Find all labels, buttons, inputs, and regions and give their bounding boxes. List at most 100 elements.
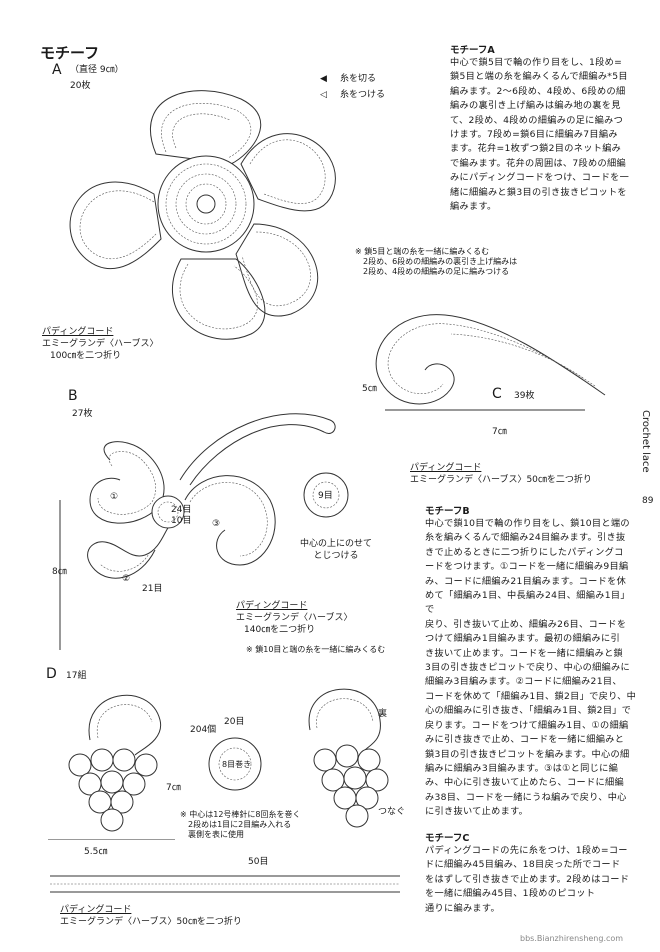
instructions-b-line: 細編み3目編みます。②コードに細編み21目、: [425, 676, 622, 688]
motif-d-label-50: 50目: [248, 857, 269, 867]
instructions-b-line: みに引き抜きで止め、コードを一緒に細編みと: [425, 734, 625, 746]
motif-d-size-width: 5.5㎝: [84, 847, 108, 857]
motif-b-note: ※ 鎖10目と端の糸を一緒に編みくるむ: [246, 645, 386, 654]
motif-c-size-width: 7㎝: [492, 427, 507, 437]
petal-bottom: [171, 258, 266, 340]
motif-c-letter: C: [492, 386, 502, 402]
motif-b-label-21: 21目: [142, 584, 163, 594]
instructions-c-body: パディングコードの先に糸をつけ、1段め=コードに細編み45目編み、18目戻った所…: [425, 844, 638, 916]
instructions-b-line: つけて細編み1目編みます。最初の細編みに引: [425, 633, 620, 645]
instructions-b-line: に引き抜いて止めます。: [425, 806, 529, 818]
motif-d-label-join: つなぐ: [378, 807, 406, 817]
motif-d-count: 17組: [66, 671, 87, 681]
motif-d-grapes-back: [308, 688, 389, 828]
instructions-b-line: めて「細編み1目、中長編み24目、細編み1目」で: [425, 590, 630, 616]
motif-d-notes: ※ 中心は12号棒針に8回糸を巻く 2段めは1目に2目編み入れる 裏側を表に使用: [180, 810, 301, 840]
petal-right-top: [240, 133, 336, 212]
instructions-b-line: 中心で鎖10目で輪の作り目をし、鎖10目と端の: [425, 518, 630, 529]
legend-cut-icon: ◀: [320, 74, 327, 84]
motif-b-center-note-2: とじつける: [313, 551, 359, 561]
petal-right-bottom: [235, 223, 319, 317]
petal-left: [69, 181, 162, 270]
instructions-a-line: 中心で鎖5目で輪の作り目をし、1段め=: [450, 57, 623, 68]
instructions-c-line: パディングコードの先に糸をつけ、1段め=コー: [425, 845, 628, 856]
instructions-a-line: みにパディングコードをつけ、コードを一: [450, 172, 630, 184]
instructions-c-line: をはずして引き抜きで止めます。2段めはコード: [425, 873, 630, 885]
instructions-b-title: モチーフB: [425, 506, 470, 517]
instructions-c: モチーフC パディングコードの先に糸をつけ、1段め=コードに細編み45目編み、1…: [425, 830, 638, 916]
motif-d-grape-diagram: [208, 737, 262, 791]
motif-d-grapes-front: [48, 694, 175, 840]
instructions-a-body: 中心で鎖5目で輪の作り目をし、1段め= 鎖5目と端の糸を編みくるんで細編み*5目編…: [450, 56, 635, 214]
motif-d-label-204: 204個: [190, 725, 217, 735]
motif-a-letter: A: [52, 62, 62, 78]
motif-a-note-3: 2段め、4段めの細編みの足に編みつける: [363, 267, 510, 276]
motif-a-cord-1: パディングコード: [42, 327, 114, 337]
motif-c-cord-1: パディングコード: [410, 463, 482, 473]
instructions-c-title: モチーフC: [425, 833, 470, 844]
instructions-b-line: ードをつけます。①コードを一緒に細編み9目編: [425, 561, 629, 573]
instructions-c-line: 通りに編みます。: [425, 902, 500, 914]
motif-c-size-height: 5㎝: [362, 384, 377, 394]
instructions-a-line: 緒に細編みと鎖3目の引き抜きピコットを: [450, 186, 627, 198]
instructions-b-line: 戻ります。コードをつけて細編み1目、①の細編: [425, 719, 629, 731]
motif-c-cord-2: エミーグランデ〈ハーブス〉50㎝を二つ折り: [410, 475, 592, 485]
instructions-b-line: み、コードに細編み21目編みます。コードを休: [425, 575, 627, 587]
motif-d-size-height: 7㎝: [166, 783, 181, 793]
instructions-a-title: モチーフA: [450, 45, 495, 56]
motif-b-count: 27枚: [72, 409, 93, 419]
motif-b-circle-1: ①: [110, 492, 119, 502]
petal-top: [149, 90, 262, 165]
instructions-b-body: 中心で鎖10目で輪の作り目をし、鎖10目と端の糸を編みくるんで細編み24目編みま…: [425, 517, 638, 820]
instructions-a-line: 編みの裏引き上げ編みは編み地の裏を見: [450, 100, 621, 112]
instructions-a-line: 鎖5目と端の糸を編みくるんで細編み*5目: [450, 71, 628, 83]
side-title: Crochet lace: [640, 410, 651, 473]
motif-d-letter: D: [46, 666, 57, 682]
motif-b-center-diagram: [303, 472, 349, 518]
instructions-b-line: コードを休めて「細編み1目、鎖2目」で戻り、中: [425, 690, 637, 702]
motif-b-cord: パディングコード エミーグランデ〈ハーブス〉 140㎝を二つ折り: [236, 600, 352, 636]
motif-b-cord-3: 140㎝を二つ折り: [244, 625, 316, 635]
motif-a-count: 20枚: [70, 81, 91, 91]
instructions-b-line: 戻り、引き抜いて止め、細編み26目、コードを: [425, 618, 627, 630]
motif-a-note-1: ※ 鎖5目と端の糸を一緒に編みくるむ: [355, 247, 490, 256]
section-title: モチーフ: [40, 44, 100, 62]
motif-a-note-2: 2段め、6段めの細編みの裏引き上げ編みは: [363, 257, 518, 266]
motif-a-cord-2: エミーグランデ〈ハーブス〉: [42, 339, 159, 349]
motif-a-size: （直径 9㎝）: [70, 65, 124, 75]
motif-b-label-10: 10目: [171, 516, 192, 526]
instructions-b-line: きで止めるときに二つ折りにしたパディングコ: [425, 546, 624, 558]
instructions-b-line: 編みに細編み3目編みます。③は①と同じに編: [425, 762, 619, 774]
motif-b-size-height: 8㎝: [52, 567, 67, 577]
legend-cut-label: 糸を切る: [340, 74, 377, 84]
motif-d-label-back: 裏: [378, 709, 388, 719]
motif-b-center-note-1: 中心の上にのせて: [300, 539, 373, 549]
instructions-a-line: 編みます。: [450, 201, 497, 213]
motif-a-notes: ※ 鎖5目と端の糸を一緒に編みくるむ 2段め、6段めの細編みの裏引き上げ編みは …: [355, 247, 525, 277]
motif-b-label-24: 24目: [171, 505, 192, 515]
legend-join-label: 糸をつける: [340, 90, 386, 100]
motif-a-diagram: [69, 90, 336, 340]
instructions-a-line: 編みます。2〜6段め、4段め、6段めの細: [450, 85, 626, 97]
instructions-b-line: 糸を編みくるんで細編み24目編みます。引き抜: [425, 532, 626, 544]
watermark: bbs.Bianzhirensheng.com: [520, 934, 624, 943]
motif-a-cord-3: 100㎝を二つ折り: [50, 351, 122, 361]
motif-b-circle-2: ②: [122, 574, 131, 584]
instructions-a-line: ます。花弁=1枚ずつ鎖2目のネット編み: [450, 143, 622, 155]
instructions-b-line: 心の細編みに引き抜き、「細編み1目、鎖2目」で: [425, 705, 632, 717]
instructions-a-line: けます。7段め=鎖6目に細編み7目編み: [450, 129, 618, 141]
motif-d-chain-diagram: [50, 875, 400, 893]
instructions-a-line: で編みます。花弁の周囲は、7段めの細編: [450, 157, 626, 169]
motif-a-cord: パディングコード エミーグランデ〈ハーブス〉 100㎝を二つ折り: [42, 326, 158, 362]
motif-b-center-note: 中心の上にのせて とじつける: [300, 538, 372, 562]
instructions-b-line: 鎖3目の引き抜きピコットを編みます。中心の細: [425, 748, 630, 760]
instructions-b-line: み38目、コードを一緒にうね編みで戻り、中心: [425, 791, 627, 803]
motif-b-label-9: 9目: [318, 491, 333, 501]
motif-b-letter: B: [68, 388, 78, 404]
motif-b-circle-3: ③: [212, 519, 221, 529]
instructions-a-line: て、2段め、4段めの細編みの足に編みつ: [450, 114, 624, 126]
instructions-c-line: ドに細編み45目編み、18目戻った所でコード: [425, 859, 621, 871]
motif-b-cord-1: パディングコード: [236, 601, 308, 611]
motif-d-label-20: 20目: [224, 717, 245, 727]
instructions-b-line: 3目の引き抜きピコットで戻り、中心の細編みに: [425, 662, 631, 674]
